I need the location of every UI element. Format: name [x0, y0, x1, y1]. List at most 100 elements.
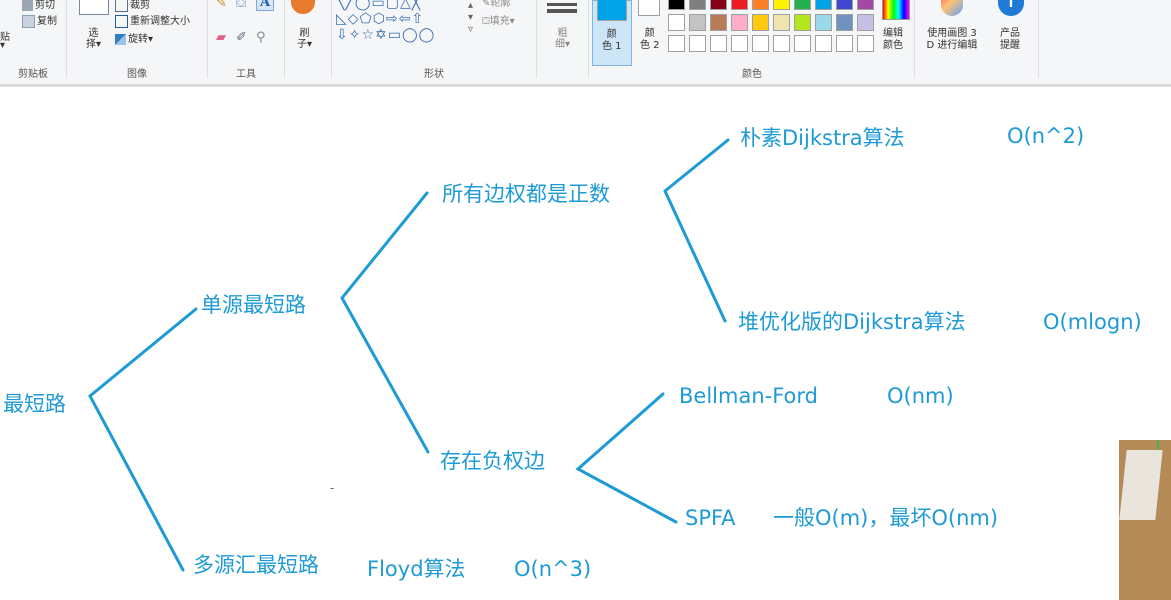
color-2-label: 颜 色 2	[640, 28, 660, 52]
crop-button[interactable]: 裁剪	[115, 0, 150, 12]
copy-label: 复制	[37, 16, 57, 27]
color-1-swatch	[597, 0, 627, 21]
eraser-icon[interactable]: ▰	[216, 30, 226, 45]
palette-swatch[interactable]	[710, 0, 727, 10]
palette-swatch[interactable]	[836, 35, 853, 52]
paste-label: 贴	[0, 32, 10, 43]
palette-swatch[interactable]	[731, 14, 748, 31]
paste-dropdown-icon[interactable]: ▾	[0, 40, 6, 51]
palette-swatch[interactable]	[773, 14, 790, 31]
copy-button[interactable]: 复制	[22, 12, 57, 28]
size-button[interactable]: 粗 细▾	[537, 0, 587, 84]
color-1-button[interactable]: 颜 色 1	[592, 0, 632, 66]
overlay-photo	[1119, 440, 1171, 600]
color-1-label-1: 颜	[606, 29, 617, 40]
palette-swatch[interactable]	[752, 0, 769, 10]
palette-swatch[interactable]	[710, 35, 727, 52]
palette-swatch[interactable]	[710, 14, 727, 31]
palette-swatch[interactable]	[689, 0, 706, 10]
drawing-canvas[interactable]: 最短路 单源最短路 多源汇最短路 所有边权都是正数 存在负权边 朴素Dijkst…	[0, 87, 1171, 600]
select-button[interactable]: 选 择▾	[86, 28, 101, 50]
palette-swatch[interactable]	[731, 35, 748, 52]
palette-swatch[interactable]	[794, 0, 811, 10]
paint-3d-label-2: D 进行编辑	[926, 40, 978, 51]
palette-swatch[interactable]	[836, 0, 853, 10]
brushes-label-1: 刷	[299, 28, 310, 39]
pencil-icon[interactable]: ✎	[216, 0, 227, 11]
product-alert-label-2: 提醒	[1000, 40, 1020, 51]
brushes-group[interactable]: 刷 子▾	[285, 0, 331, 84]
palette-swatch[interactable]	[857, 35, 874, 52]
shapes-row-3: ⇩✧☆✡▭◯◯	[336, 27, 436, 43]
paint-3d-label: 使用画图 3 D 进行编辑	[919, 28, 985, 52]
select-label-2: 择	[86, 39, 96, 50]
magnifier-icon[interactable]: ⚲	[256, 30, 266, 45]
fill-icon: ⛋	[482, 16, 490, 27]
palette-swatch[interactable]	[857, 0, 874, 10]
paint-3d-button[interactable]: 使用画图 3 D 进行编辑	[915, 0, 987, 84]
palette-swatch[interactable]	[752, 14, 769, 31]
rainbow-icon	[882, 0, 910, 20]
select-dropdown-icon: ▾	[96, 39, 102, 50]
palette-swatch[interactable]	[836, 14, 853, 31]
ribbon-toolbar: 剪切 复制 贴 ▾ 剪贴板 选 择▾ 裁剪 重新调整大小 旋转▾ 图像 ✎ ⛋	[0, 0, 1171, 87]
color-picker-icon[interactable]: ✐	[236, 30, 247, 45]
floyd-node: Floyd算法	[367, 557, 466, 581]
shapes-gallery[interactable]: ╲╱◯▭▢△╳ ◺◇⬠⬡⇨⇦⇧ ⇩✧☆✡▭◯◯	[336, 0, 435, 43]
fill-button[interactable]: ⛋填充▾	[482, 12, 515, 27]
outline-button[interactable]: ✎轮廓	[482, 0, 510, 9]
size-label-2: 细	[555, 39, 565, 50]
tools-group: ✎ ⛋ A ▰ ✐ ⚲ 工具	[208, 0, 284, 84]
palette-swatch[interactable]	[668, 0, 685, 10]
size-dropdown-icon: ▾	[565, 39, 571, 50]
product-alert-label-1: 产品	[1000, 28, 1020, 39]
resize-button[interactable]: 重新调整大小	[115, 12, 190, 28]
palette-swatch[interactable]	[752, 35, 769, 52]
palette-swatch[interactable]	[773, 35, 790, 52]
all-positive-node: 所有边权都是正数	[442, 182, 610, 206]
palette-swatch[interactable]	[731, 0, 748, 10]
shapes-row-2: ◺◇⬠⬡⇨⇦⇧	[336, 11, 425, 27]
palette-swatch[interactable]	[668, 14, 685, 31]
shapes-row-1: ╲╱◯▭▢△╳	[336, 0, 422, 11]
crop-label: 裁剪	[130, 0, 150, 11]
edit-colors-label: 编辑 颜色	[883, 28, 903, 52]
palette-swatch[interactable]	[689, 35, 706, 52]
rotate-dropdown-icon: ▾	[148, 34, 154, 45]
image-group-label: 图像	[127, 69, 147, 80]
brushes-button[interactable]: 刷 子▾	[297, 28, 312, 50]
palette-swatch[interactable]	[689, 14, 706, 31]
rotate-button[interactable]: 旋转▾	[115, 30, 153, 45]
edit-colors-button[interactable]: 编辑 颜色	[877, 0, 913, 84]
clipboard-group-label: 剪贴板	[18, 69, 48, 80]
product-alert-button[interactable]: i 产品 提醒	[990, 0, 1034, 84]
fill-bucket-icon[interactable]: ⛋	[236, 0, 246, 11]
palette-swatch[interactable]	[794, 35, 811, 52]
palette-swatch[interactable]	[815, 14, 832, 31]
multi-source-node: 多源汇最短路	[193, 553, 319, 577]
colors-group-label: 颜色	[742, 69, 762, 80]
color-2-label-2: 色 2	[640, 40, 660, 51]
line-size-icon	[547, 0, 577, 13]
paste-button[interactable]: 贴	[0, 28, 10, 43]
brushes-label-2: 子	[297, 39, 307, 50]
cut-button[interactable]: 剪切	[22, 0, 55, 11]
root-node: 最短路	[3, 392, 66, 416]
palette-swatch[interactable]	[668, 35, 685, 52]
naive-dijkstra-node: 朴素Dijkstra算法	[740, 126, 905, 150]
select-icon[interactable]	[79, 0, 109, 15]
palette-swatch[interactable]	[857, 14, 874, 31]
palette-swatch[interactable]	[773, 0, 790, 10]
palette-swatch[interactable]	[794, 14, 811, 31]
palette-swatch[interactable]	[815, 0, 832, 10]
color-2-button[interactable]: 颜 色 2	[634, 0, 666, 84]
size-label: 粗 细▾	[555, 28, 570, 50]
shapes-scroll-icon[interactable]: ▴▾▿	[468, 0, 474, 35]
outline-label: 轮廓	[490, 0, 511, 9]
has-negative-node: 存在负权边	[440, 449, 545, 473]
plant-stem	[1157, 440, 1165, 450]
resize-icon	[115, 14, 128, 28]
color-2-swatch	[638, 0, 660, 16]
palette-swatch[interactable]	[815, 35, 832, 52]
text-tool-icon[interactable]: A	[256, 0, 275, 11]
